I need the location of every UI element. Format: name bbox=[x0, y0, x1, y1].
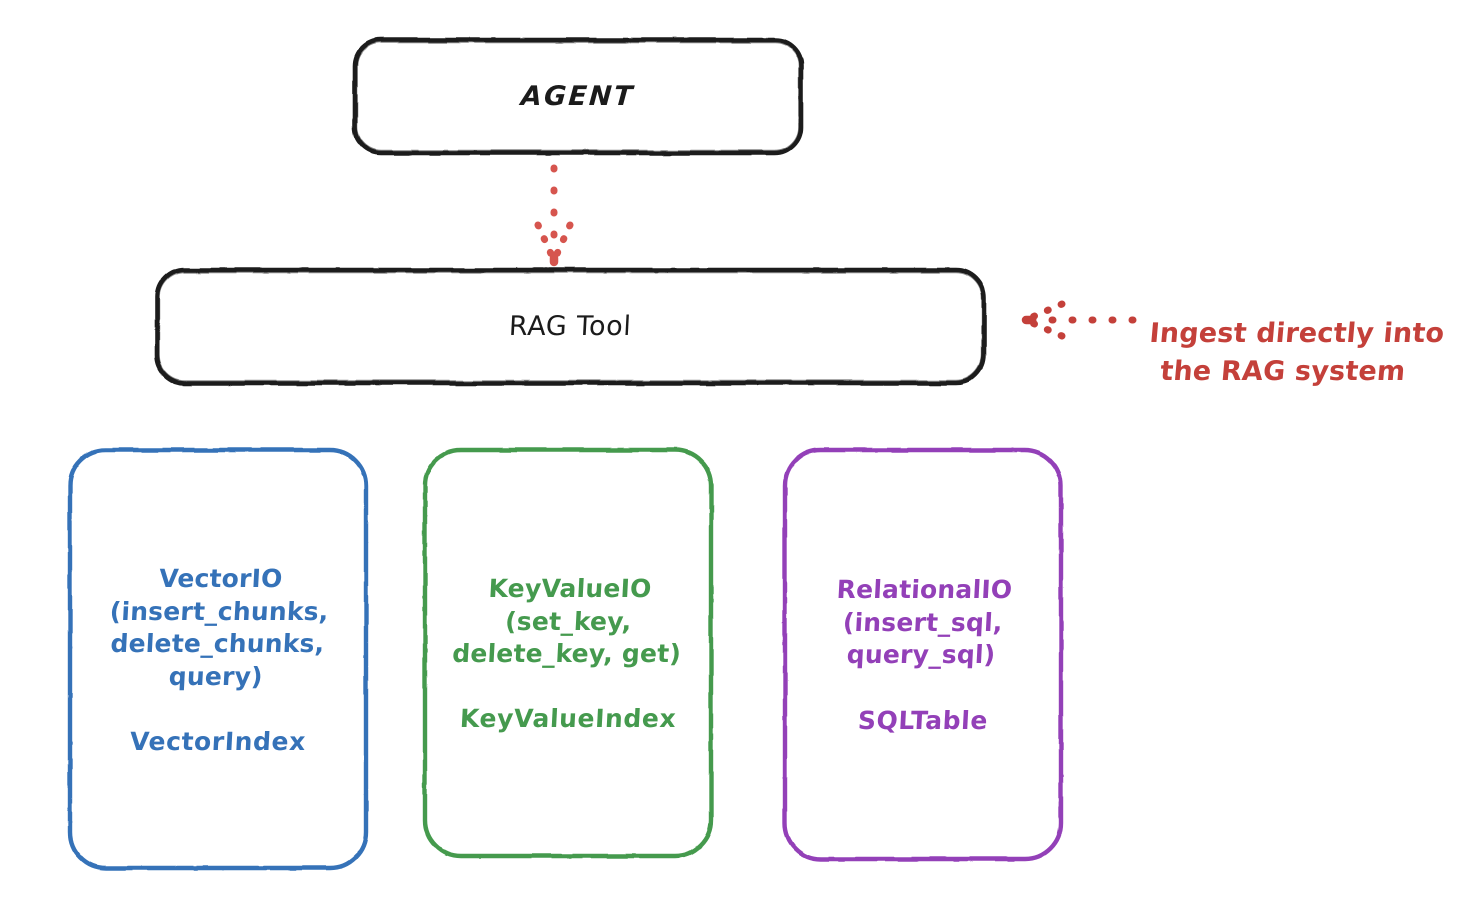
relational-io-box-outline bbox=[782, 447, 1064, 862]
rag-tool-node[interactable]: RAG Tool bbox=[157, 270, 984, 383]
key-value-io-box-outline bbox=[422, 447, 714, 859]
rag-tool-box-outline bbox=[154, 267, 987, 386]
sql-table-label: SQLTable bbox=[857, 705, 989, 735]
ingest-annotation: Ingest directly into the RAG system bbox=[1141, 278, 1484, 427]
ingest-annotation-line-2: the RAG system bbox=[1159, 355, 1407, 387]
agent-box-outline bbox=[352, 37, 804, 156]
vector-io-node[interactable]: VectorIO (insert_chunks, delete_chunks, … bbox=[70, 450, 366, 868]
key-value-io-node[interactable]: KeyValueIO (set_key, delete_key, get) Ke… bbox=[425, 450, 711, 856]
agent-node-label: AGENT bbox=[520, 81, 636, 112]
agent-node[interactable]: AGENT bbox=[355, 40, 801, 153]
rag-tool-node-label: RAG Tool bbox=[508, 311, 633, 342]
vector-io-api-label: VectorIO (insert_chunks, delete_chunks, … bbox=[108, 563, 329, 691]
key-value-io-api-label: KeyValueIO (set_key, delete_key, get) bbox=[451, 573, 682, 668]
vector-io-box-outline bbox=[67, 447, 369, 871]
relational-io-api-label: RelationalIO (insert_sql, query_sql) bbox=[836, 575, 1014, 670]
agent-to-rag-dotted-arrow bbox=[534, 164, 574, 267]
annotation-to-rag-dotted-arrow bbox=[1021, 300, 1137, 340]
key-value-index-label: KeyValueIndex bbox=[459, 704, 677, 734]
relational-io-node[interactable]: RelationalIO (insert_sql, query_sql) SQL… bbox=[785, 450, 1061, 859]
ingest-annotation-line-1: Ingest directly into bbox=[1148, 318, 1446, 350]
vector-index-label: VectorIndex bbox=[129, 726, 307, 756]
